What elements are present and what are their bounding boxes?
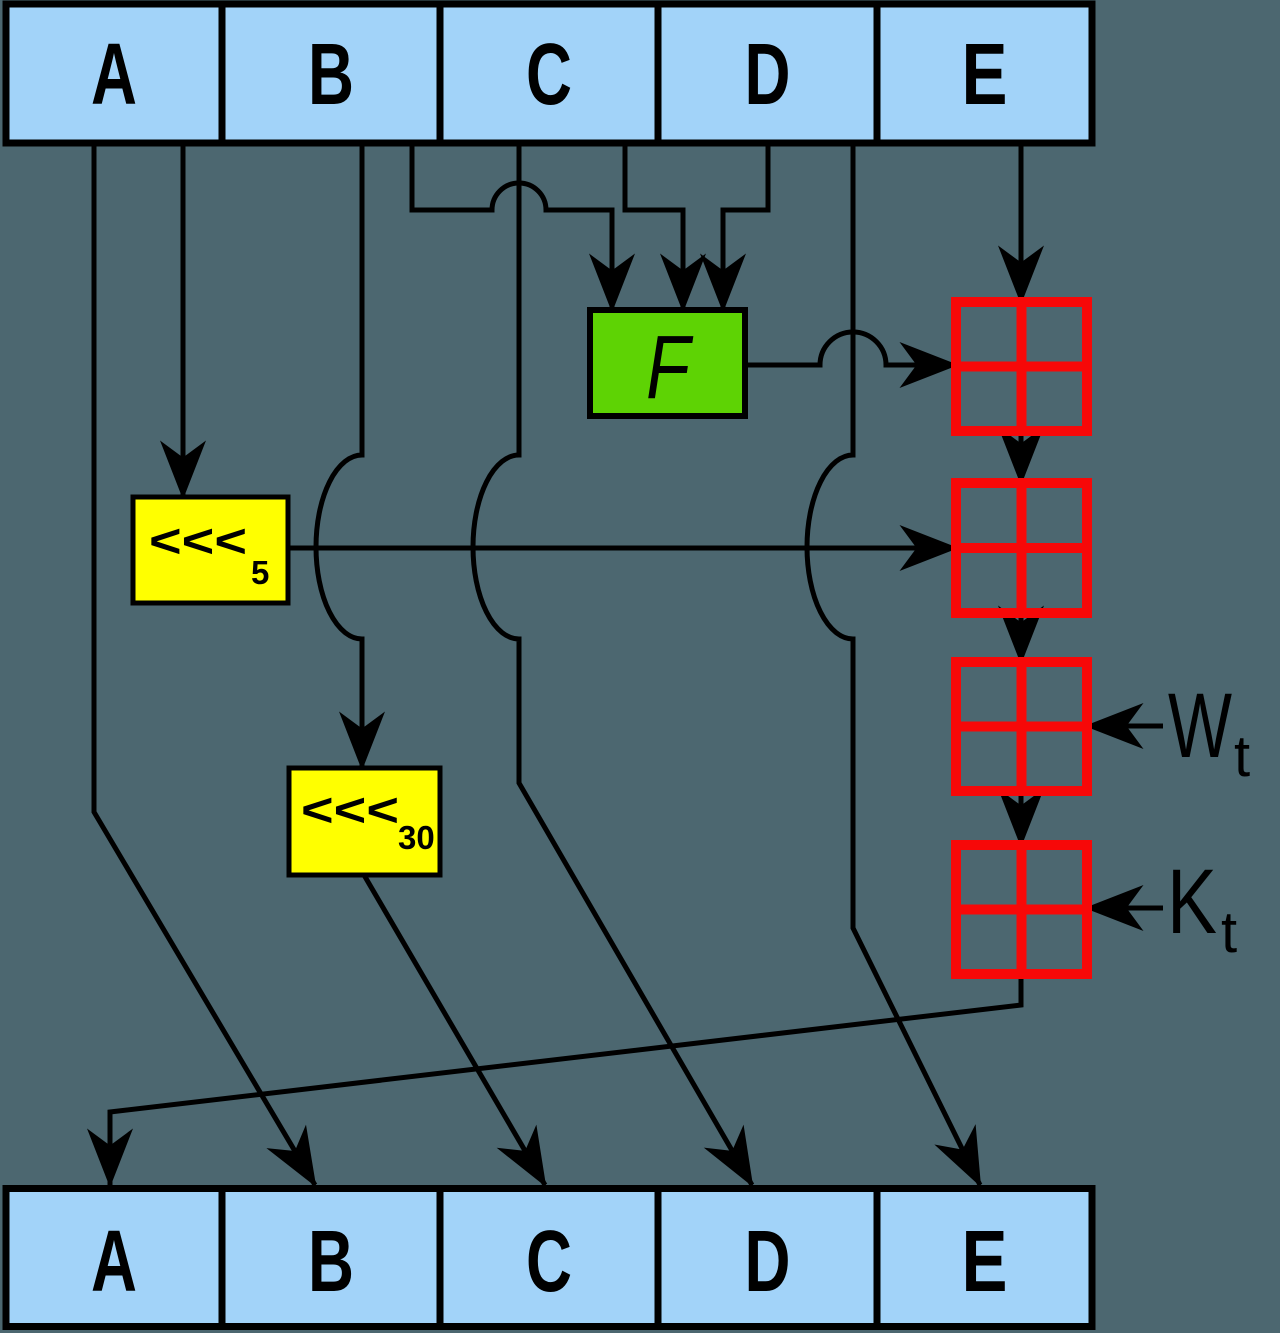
top-register-row: A B C D E: [2, 0, 1096, 147]
register-a-top: [2, 0, 226, 147]
rotate-left-5-op: <<<: [149, 514, 247, 567]
register-c-top-label: C: [526, 26, 572, 123]
kt-label: K t: [1167, 851, 1237, 965]
wire-adder4-to-a-out: [87, 974, 1024, 1188]
wire-d-to-f: [700, 143, 771, 313]
rotate-left-5: <<< 5: [130, 494, 291, 606]
adder-4-cross-icon: [956, 845, 1087, 974]
wire-rot30-to-c-out: [361, 873, 548, 1188]
register-a-bottom-label: A: [91, 1213, 137, 1310]
rotate-left-30-amount: 30: [398, 819, 435, 856]
register-d-bottom-label: D: [745, 1213, 791, 1310]
register-b-top-label: B: [308, 26, 354, 123]
f-function: F: [587, 307, 748, 419]
f-function-box: [587, 307, 748, 419]
register-b-top: [218, 0, 444, 147]
rotate-left-30-box: [286, 765, 443, 878]
register-e-bottom: [873, 1185, 1096, 1330]
adder-3-cross-icon: [956, 662, 1087, 791]
adder-3: [951, 657, 1092, 796]
f-function-label: F: [646, 318, 694, 418]
wire-c-to-d-out: [470, 143, 755, 1188]
kt-label-sub: t: [1221, 900, 1237, 965]
register-d-top-label: D: [745, 26, 791, 123]
register-e-top-label: E: [962, 26, 1008, 123]
wt-label-base: W: [1168, 675, 1232, 777]
adder-2: [951, 478, 1092, 618]
adder-1-cross-icon: [956, 302, 1087, 431]
register-a-bottom: [2, 1185, 226, 1330]
wires: [87, 143, 1163, 1188]
wt-label-sub: t: [1234, 724, 1250, 789]
wire-c-to-f: [622, 143, 707, 313]
register-e-top: [873, 0, 1096, 147]
register-c-bottom-label: C: [526, 1213, 572, 1310]
adder-1: [951, 297, 1092, 436]
register-e-bottom-label: E: [962, 1213, 1008, 1310]
kt-label-base: K: [1167, 851, 1217, 953]
bottom-register-row: A B C D E: [2, 1185, 1096, 1330]
register-c-top: [436, 0, 662, 147]
wire-d-to-e-out: [804, 143, 983, 1188]
wire-a-to-b-out: [91, 143, 318, 1188]
register-b-bottom-label: B: [308, 1213, 354, 1310]
rotate-left-30-op: <<<: [301, 783, 399, 836]
adder-4: [951, 840, 1092, 979]
rotate-left-30: <<< 30: [286, 765, 443, 878]
rotate-left-5-amount: 5: [251, 554, 269, 591]
wire-f-to-adder1: [745, 329, 959, 388]
adder-2-cross-icon: [956, 483, 1087, 613]
rotate-left-5-box: [130, 494, 291, 606]
wt-label: W t: [1168, 675, 1250, 789]
register-c-bottom: [436, 1185, 662, 1330]
register-a-top-label: A: [91, 26, 137, 123]
